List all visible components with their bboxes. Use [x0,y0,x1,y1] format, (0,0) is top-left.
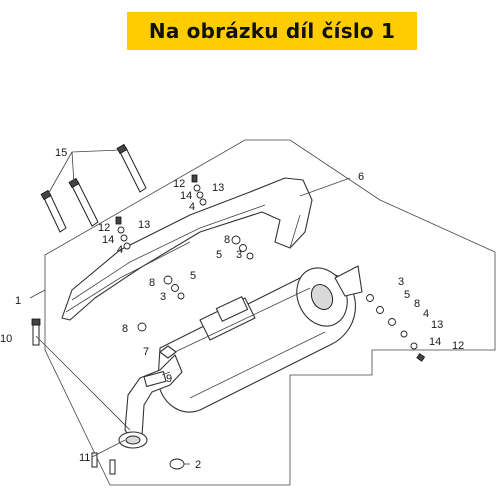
bolt-15-c [40,189,67,233]
label-13b: 13 [138,219,150,231]
label-10: 10 [0,333,12,345]
header-pipe [118,354,183,449]
label-3b: 3 [160,291,166,303]
bolt-15-b [68,177,99,227]
label-2: 2 [195,459,201,471]
label-6: 6 [358,171,364,183]
leader-lines [29,149,351,465]
label-13a: 13 [212,182,224,194]
label-13c: 13 [431,319,443,331]
label-8d: 8 [414,298,420,310]
label-3a: 3 [236,249,242,261]
fastener-stack-top [191,174,207,206]
label-5b: 5 [190,270,196,282]
label-14c: 14 [429,336,441,348]
fastener-stack-left [115,216,131,250]
fastener-stack-center [231,235,254,260]
label-8b: 8 [149,277,155,289]
label-3c: 3 [398,276,404,288]
label-4c: 4 [423,308,429,320]
label-1: 1 [15,295,21,307]
gasket-2 [169,458,185,470]
washer-8 [137,322,147,332]
label-5c: 5 [404,289,410,301]
label-11: 11 [79,452,90,464]
label-14b: 14 [102,234,114,246]
label-4b: 4 [117,244,123,256]
page-title-banner: Na obrázku díl číslo 1 [127,12,417,50]
label-12b: 12 [98,222,110,234]
label-5a: 5 [216,249,222,261]
label-8a: 8 [224,234,230,246]
label-7: 7 [143,346,149,358]
fastener-stack-mid [163,275,185,300]
spark-sensor-10 [31,318,41,346]
muffler [157,265,363,413]
label-14a: 14 [180,190,192,202]
studs-11 [91,452,116,475]
fastener-stack-right [366,294,426,362]
label-4a: 4 [189,201,195,213]
label-12a: 12 [173,178,185,190]
label-9: 9 [166,373,172,385]
heat-shield [61,177,313,321]
bolt-15-a [116,143,147,193]
page-title: Na obrázku díl číslo 1 [148,19,396,43]
label-15: 15 [55,147,67,159]
bracket-7 [159,345,177,359]
assembly-frame [44,139,496,486]
label-12c: 12 [452,340,464,352]
label-8c: 8 [122,323,128,335]
